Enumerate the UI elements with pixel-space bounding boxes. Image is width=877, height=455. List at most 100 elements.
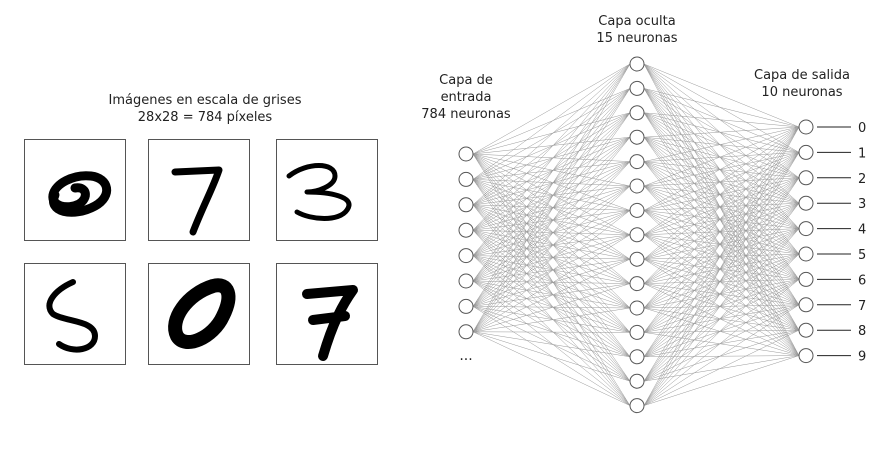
edge-input-hidden bbox=[472, 112, 631, 282]
edge-hidden-output bbox=[643, 185, 800, 331]
output-neuron bbox=[798, 246, 814, 262]
edge-hidden-output bbox=[643, 283, 800, 356]
hidden-neuron bbox=[629, 80, 645, 96]
edge-hidden-output bbox=[643, 161, 800, 179]
edge-hidden-output bbox=[643, 161, 800, 280]
input-layer-label-line2: entrada bbox=[441, 90, 492, 105]
edge-hidden-output bbox=[643, 88, 800, 331]
edge-hidden-output bbox=[643, 329, 800, 358]
input-neuron bbox=[458, 324, 474, 340]
edge-hidden-output bbox=[643, 185, 800, 280]
edge-input-hidden bbox=[472, 161, 631, 180]
edge-hidden-output bbox=[643, 112, 800, 331]
edge-hidden-output bbox=[643, 329, 800, 333]
network-nodes bbox=[458, 56, 814, 414]
edge-hidden-output bbox=[643, 185, 800, 305]
edge-input-hidden bbox=[472, 153, 631, 382]
edge-input-hidden bbox=[472, 255, 631, 333]
edge-input-hidden bbox=[472, 88, 631, 155]
edge-input-hidden bbox=[472, 112, 631, 332]
edge-hidden-output bbox=[643, 253, 800, 406]
edge-input-hidden bbox=[472, 153, 631, 211]
edge-input-hidden bbox=[472, 136, 631, 231]
edge-input-hidden bbox=[472, 179, 631, 357]
edge-hidden-output bbox=[643, 126, 800, 406]
output-digit-label: 5 bbox=[858, 248, 866, 263]
edge-input-hidden bbox=[472, 255, 631, 309]
edge-hidden-output bbox=[643, 253, 800, 333]
edge-hidden-output bbox=[643, 210, 800, 280]
edge-hidden-output bbox=[643, 202, 800, 260]
edge-input-hidden bbox=[472, 112, 631, 155]
hidden-neuron bbox=[629, 251, 645, 267]
edge-hidden-output bbox=[643, 161, 800, 331]
edge-input-hidden bbox=[472, 229, 631, 333]
edge-hidden-output bbox=[643, 177, 800, 406]
edge-hidden-output bbox=[643, 258, 800, 331]
edge-hidden-output bbox=[643, 177, 800, 333]
edge-hidden-output bbox=[643, 355, 800, 382]
hidden-neuron bbox=[629, 129, 645, 145]
edge-input-hidden bbox=[472, 179, 631, 187]
edge-input-hidden bbox=[472, 185, 631, 256]
hidden-neuron bbox=[629, 202, 645, 218]
edge-input-hidden bbox=[472, 331, 631, 358]
edge-hidden-output bbox=[643, 253, 800, 382]
edge-hidden-output bbox=[643, 228, 800, 406]
edge-input-hidden bbox=[472, 280, 631, 284]
edge-input-hidden bbox=[472, 161, 631, 307]
edge-input-hidden bbox=[472, 88, 631, 180]
edge-hidden-output bbox=[643, 63, 800, 280]
edge-hidden-output bbox=[643, 126, 800, 382]
output-digit-label: 4 bbox=[858, 223, 866, 238]
edge-hidden-output bbox=[643, 88, 800, 305]
output-neuron bbox=[798, 271, 814, 287]
edge-input-hidden bbox=[472, 234, 631, 282]
edge-hidden-output bbox=[643, 152, 800, 211]
output-digit-label: 9 bbox=[858, 350, 866, 365]
input-layer-label-line1: Capa de bbox=[439, 73, 493, 88]
edge-hidden-output bbox=[643, 203, 800, 357]
output-neuron bbox=[798, 322, 814, 338]
edge-hidden-output bbox=[643, 329, 800, 382]
edge-input-hidden bbox=[472, 306, 631, 309]
edge-hidden-output bbox=[643, 88, 800, 356]
output-digit-label: 0 bbox=[858, 121, 866, 136]
edge-hidden-output bbox=[643, 63, 800, 229]
edge-hidden-output bbox=[643, 228, 800, 309]
edge-hidden-output bbox=[643, 234, 800, 331]
edge-input-hidden bbox=[472, 179, 631, 211]
edge-input-hidden bbox=[472, 204, 631, 284]
edge-input-hidden bbox=[472, 112, 631, 231]
edge-input-hidden bbox=[472, 229, 631, 236]
edge-hidden-output bbox=[643, 63, 800, 128]
edge-input-hidden bbox=[472, 283, 631, 307]
edge-hidden-output bbox=[643, 258, 800, 306]
edge-hidden-output bbox=[643, 126, 800, 309]
edge-input-hidden bbox=[472, 331, 631, 406]
edge-input-hidden bbox=[472, 153, 631, 187]
edge-hidden-output bbox=[643, 136, 800, 229]
edge-hidden-output bbox=[643, 63, 800, 153]
edge-hidden-output bbox=[643, 279, 800, 358]
edge-input-hidden bbox=[472, 153, 631, 333]
edge-input-hidden bbox=[472, 88, 631, 332]
edge-input-hidden bbox=[472, 258, 631, 307]
edge-input-hidden bbox=[472, 112, 631, 256]
edge-hidden-output bbox=[643, 185, 800, 255]
edge-input-hidden bbox=[472, 153, 631, 406]
edge-input-hidden bbox=[472, 112, 631, 180]
edge-hidden-output bbox=[643, 137, 800, 331]
edge-hidden-output bbox=[643, 210, 800, 229]
edge-hidden-output bbox=[643, 279, 800, 382]
edge-hidden-output bbox=[643, 112, 800, 229]
hidden-neuron bbox=[629, 398, 645, 414]
edge-hidden-output bbox=[643, 63, 800, 331]
edge-input-hidden bbox=[472, 306, 631, 382]
edge-hidden-output bbox=[643, 279, 800, 284]
edge-hidden-output bbox=[643, 112, 800, 179]
edge-hidden-output bbox=[643, 112, 800, 128]
edge-input-hidden bbox=[472, 210, 631, 256]
edge-input-hidden bbox=[472, 136, 631, 180]
